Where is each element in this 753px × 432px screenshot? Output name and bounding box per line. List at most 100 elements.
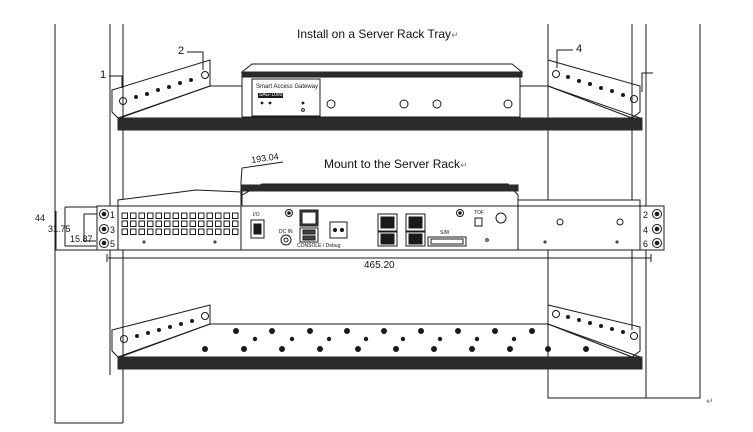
vent-slot [130,212,137,219]
tray-hole [233,328,239,334]
vent-slot [121,228,128,235]
mid-title: Mount to the Server Rack↵ [324,157,468,171]
vent-slot [130,220,137,227]
vent-slot [181,228,188,235]
callout-leaders [109,49,653,92]
vent-slot [155,212,162,219]
tray-hole [455,328,461,334]
tray-hole [317,346,323,352]
device-badge: SAG-1000 [258,92,284,98]
vent-slot [121,220,128,227]
tray-hole [507,346,513,352]
vent-slot [189,220,196,227]
sim-label: SIM [440,230,449,236]
tof-label: TOF [474,210,484,216]
vent-slot [223,228,230,235]
console-label: CONSOLE / Debug [297,243,341,249]
lower-tray [111,304,643,370]
ear-holes-lower-left [120,312,209,343]
tray-hole [474,336,480,342]
tray-hole [326,336,332,342]
power-switch-label: I/O [253,212,260,218]
tray-hole [279,346,285,352]
tray-hole [431,346,437,352]
vent-slot [215,220,222,227]
vent-slot [172,228,179,235]
vent-slot [164,220,171,227]
dimension-lines [55,161,652,262]
vent-slot [223,220,230,227]
vent-slot [164,212,171,219]
callout-1: 1 [100,69,107,81]
mounted-gateway [96,183,665,251]
vent-slot [138,228,145,235]
tray-hole [393,346,399,352]
vent-slot [155,228,162,235]
dimension-height-44: 44 [35,213,46,223]
vent-slot [164,228,171,235]
ear-holes-upper-left [119,71,209,105]
dc-in-label: DC IN [279,229,293,235]
vent-slot [206,220,213,227]
ear-hole-label-4: 4 [643,225,649,235]
ear-hole-label-1: 1 [110,210,116,220]
vent-slot [181,212,188,219]
tray-hole [241,346,247,352]
vent-slot [215,228,222,235]
vent-slot [172,220,179,227]
upper-tray [111,59,643,131]
tray-hole [469,346,475,352]
vent-slot [130,228,137,235]
tray-hole [307,328,313,334]
vent-slot [198,220,205,227]
vent-slot [147,220,154,227]
vent-slot [232,228,239,235]
tray-hole [545,346,551,352]
ear-hole-label-3: 3 [110,225,116,235]
front-panel-ports [142,209,624,247]
gateway-on-tray [240,63,524,118]
return-mark-icon: ↵ [460,160,468,170]
tray-hole [583,346,589,352]
tray-hole [400,336,406,342]
vent-slot [198,212,205,219]
vent-slot [189,228,196,235]
vent-slot [232,220,239,227]
dimension-height-15-87: 15.87 [70,234,93,244]
vent-slot [189,212,196,219]
top-title-text: Install on a Server Rack Tray [297,27,452,41]
tray-hole [363,336,369,342]
tray-hole [289,336,295,342]
tray-hole [269,328,275,334]
vent-slot [172,212,179,219]
ear-holes-upper-right [552,70,638,103]
top-title: Install on a Server Rack Tray↵ [297,27,459,41]
tray-hole [492,328,498,334]
vent-slot [155,220,162,227]
ear-holes-lower-right [552,310,638,340]
ear-hole-label-6: 6 [643,239,649,249]
ear-screws-right [652,209,662,248]
tray-hole [381,328,387,334]
tray-hole [418,328,424,334]
tray-hole [511,336,517,342]
vent-slot [138,220,145,227]
vent-slot [198,228,205,235]
vent-slot [232,212,239,219]
tray-hole [529,328,535,334]
dimension-height-31-75: 31.75 [48,224,71,234]
callout-2: 2 [178,45,185,57]
mid-title-text: Mount to the Server Rack [324,157,461,171]
tray-hole [252,336,258,342]
vent-slot [147,212,154,219]
vent-slot [147,228,154,235]
return-mark-icon: ↵ [706,396,714,406]
callout-4: 4 [576,43,583,55]
tray-hole [202,346,208,352]
device-name-label: Smart Access Gateway [256,84,319,90]
vent-slot [121,212,128,219]
vent-slot [138,212,145,219]
vent-slot [206,228,213,235]
